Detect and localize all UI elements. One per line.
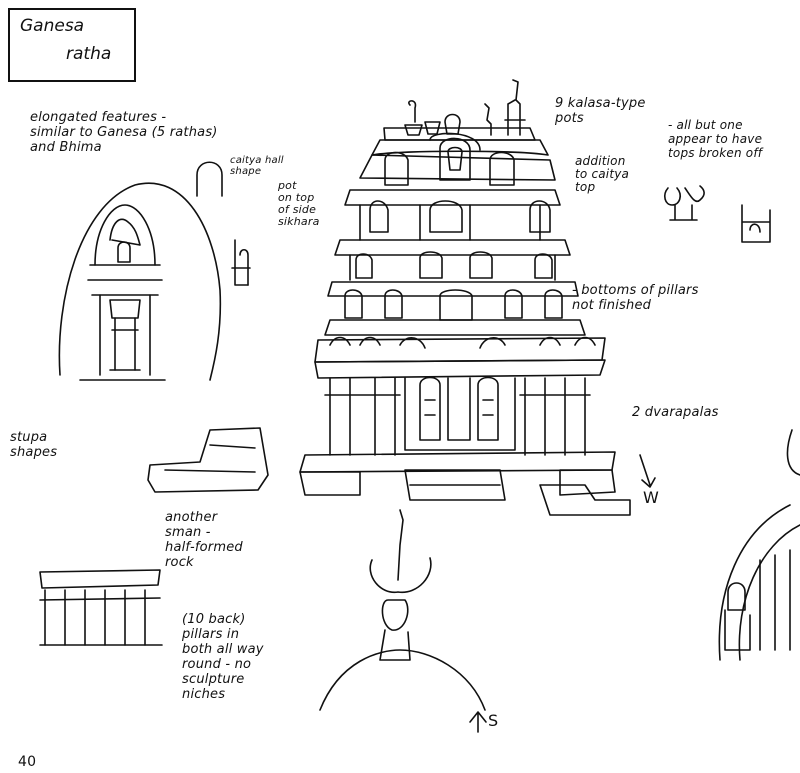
title-line-1: Ganesa <box>20 16 85 36</box>
note-dvarapalas: 2 dvarapalas <box>632 405 719 420</box>
right-arch-fragment <box>718 429 800 661</box>
note-stupa-shapes: stupa shapes <box>10 430 58 460</box>
note-kalasa-pots: 9 kalasa-type pots <box>555 96 646 126</box>
west-arrow <box>639 454 656 488</box>
west-direction-label: W <box>643 488 660 507</box>
title-box: Ganesa ratha <box>8 8 136 82</box>
note-pillars: (10 back) pillars in both all way round … <box>182 612 264 702</box>
rock-sketch <box>147 427 269 493</box>
doorway-figure-sketch <box>319 509 487 733</box>
note-elongated-features: elongated features - similar to Ganesa (… <box>30 110 218 155</box>
note-broken-tops: - all but one appear to have tops broken… <box>668 118 763 160</box>
broken-pots-sketch <box>663 185 771 243</box>
note-caitya-hall-shape: caitya hall shape <box>230 155 284 177</box>
title-line-2: ratha <box>66 44 112 64</box>
pillared-hall-sketch <box>39 569 163 646</box>
side-sikhara-sketch <box>231 239 251 286</box>
note-pillar-bottoms: - bottoms of pillars not finished <box>572 283 699 313</box>
south-direction-label: S <box>488 711 499 730</box>
note-another-rock: another sman - half-formed rock <box>165 510 243 570</box>
page-number: 40 <box>18 754 37 770</box>
caitya-shape-sketch <box>196 161 223 197</box>
note-pot-on-side-sikhara: pot on top of side sikhara <box>278 179 320 228</box>
ganesa-ratha-sketch <box>299 79 631 516</box>
note-caitya-addition: addition to caitya top <box>575 154 630 194</box>
elongated-arch-sketch <box>58 182 222 381</box>
